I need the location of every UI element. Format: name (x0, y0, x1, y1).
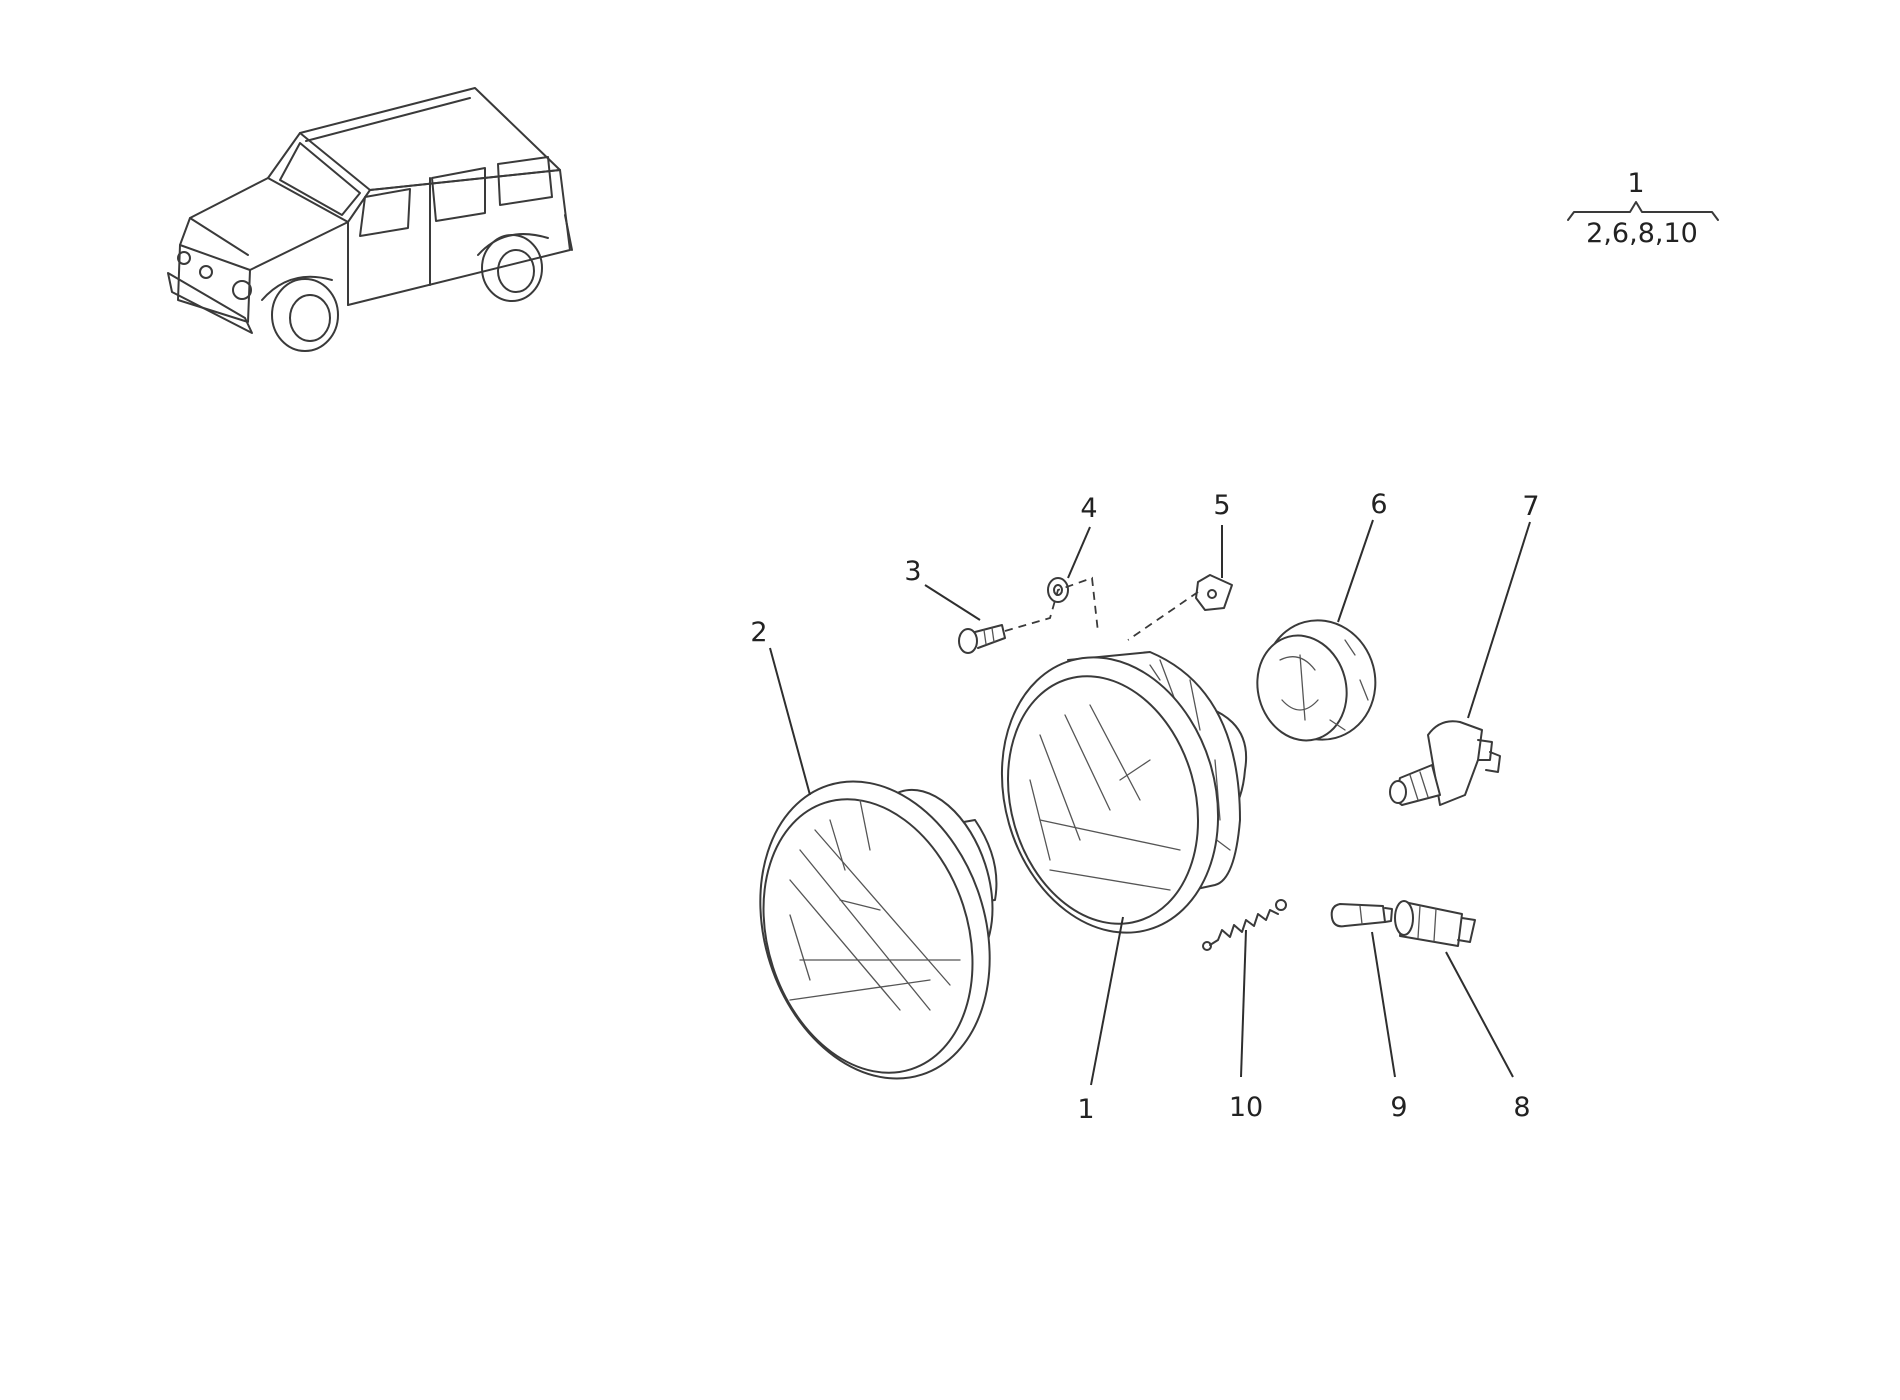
part-8-bulb-holder (1394, 900, 1476, 947)
part-10-spring (1202, 899, 1287, 951)
callout-8: 8 (1513, 1092, 1530, 1123)
assembly-note: 1 2,6,8,10 (1567, 168, 1719, 249)
part-6-rubber-boot (1256, 619, 1377, 742)
callout-6: 6 (1370, 489, 1387, 520)
part-5-clip-nut (1195, 574, 1233, 611)
callout-5: 5 (1213, 490, 1230, 521)
callout-1: 1 (1077, 1094, 1094, 1125)
assembly-note-parent: 1 (1627, 168, 1644, 199)
leader-1 (1090, 916, 1124, 1086)
part-2-sealed-beam-insert (759, 780, 998, 1080)
leader-10 (1240, 929, 1247, 1078)
assembly-note-children: 2,6,8,10 (1586, 218, 1698, 249)
part-1-headlamp-housing (1000, 651, 1248, 934)
leader-4 (1067, 526, 1091, 579)
assembly-path-clip (1127, 591, 1199, 641)
vehicle-locator-illustration (167, 87, 573, 352)
callout-labels: 1 2 3 4 5 6 7 8 9 10 (750, 489, 1539, 1125)
callout-9: 9 (1390, 1092, 1407, 1123)
callout-4: 4 (1080, 493, 1097, 524)
callout-3: 3 (904, 556, 921, 587)
leader-2 (769, 647, 811, 796)
part-7-bulb (1389, 720, 1501, 806)
leader-lines (769, 519, 1531, 1086)
callout-2: 2 (750, 617, 767, 648)
callout-7: 7 (1522, 491, 1539, 522)
leader-7 (1467, 521, 1531, 719)
assembly-path-screw (1004, 576, 1099, 633)
assembly-brace (1567, 201, 1719, 221)
leader-3 (924, 584, 981, 621)
part-3-screw (958, 624, 1006, 654)
leader-8 (1445, 951, 1514, 1078)
leader-6 (1337, 519, 1374, 623)
leader-9 (1371, 931, 1396, 1078)
part-9-bulb (1330, 903, 1393, 928)
callout-10: 10 (1229, 1092, 1263, 1123)
